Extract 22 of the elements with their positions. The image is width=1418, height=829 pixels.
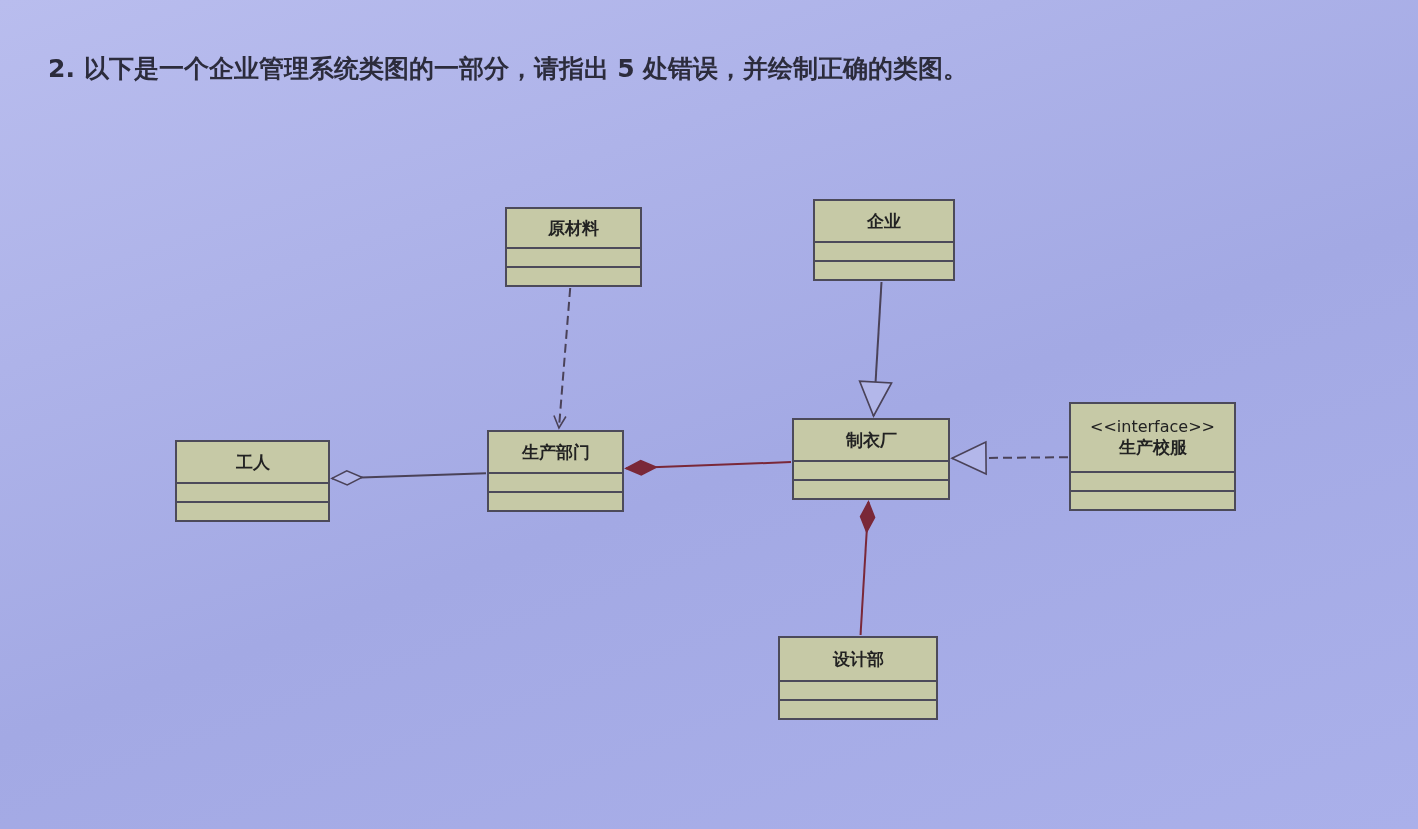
class-name: 生产部门 — [521, 440, 590, 464]
class-name: 企业 — [867, 209, 901, 233]
arrow — [553, 287, 572, 429]
class-name: 生产校服 — [1118, 435, 1187, 459]
diamond-connector — [625, 459, 792, 476]
class-box — [792, 418, 950, 500]
class-name: 工人 — [235, 450, 270, 474]
class-box — [175, 440, 330, 522]
class-name: 制衣厂 — [845, 428, 897, 452]
class-box — [778, 636, 938, 720]
arrow — [858, 281, 893, 417]
title: 2. 以下是一个企业管理系统类图的一部分，请指出 5 处错误，并绘制正确的类图。 — [48, 53, 969, 85]
class-name: 设计部 — [832, 647, 884, 671]
arrow — [951, 441, 1069, 475]
diamond-connector — [859, 501, 876, 636]
class-box — [1069, 402, 1236, 511]
stereotype-label: <<interface>> — [1090, 416, 1215, 436]
class-name: 原材料 — [548, 216, 599, 240]
class-box — [505, 207, 642, 287]
diamond-connector — [331, 470, 487, 486]
class-box — [487, 430, 624, 512]
class-box — [813, 199, 955, 281]
